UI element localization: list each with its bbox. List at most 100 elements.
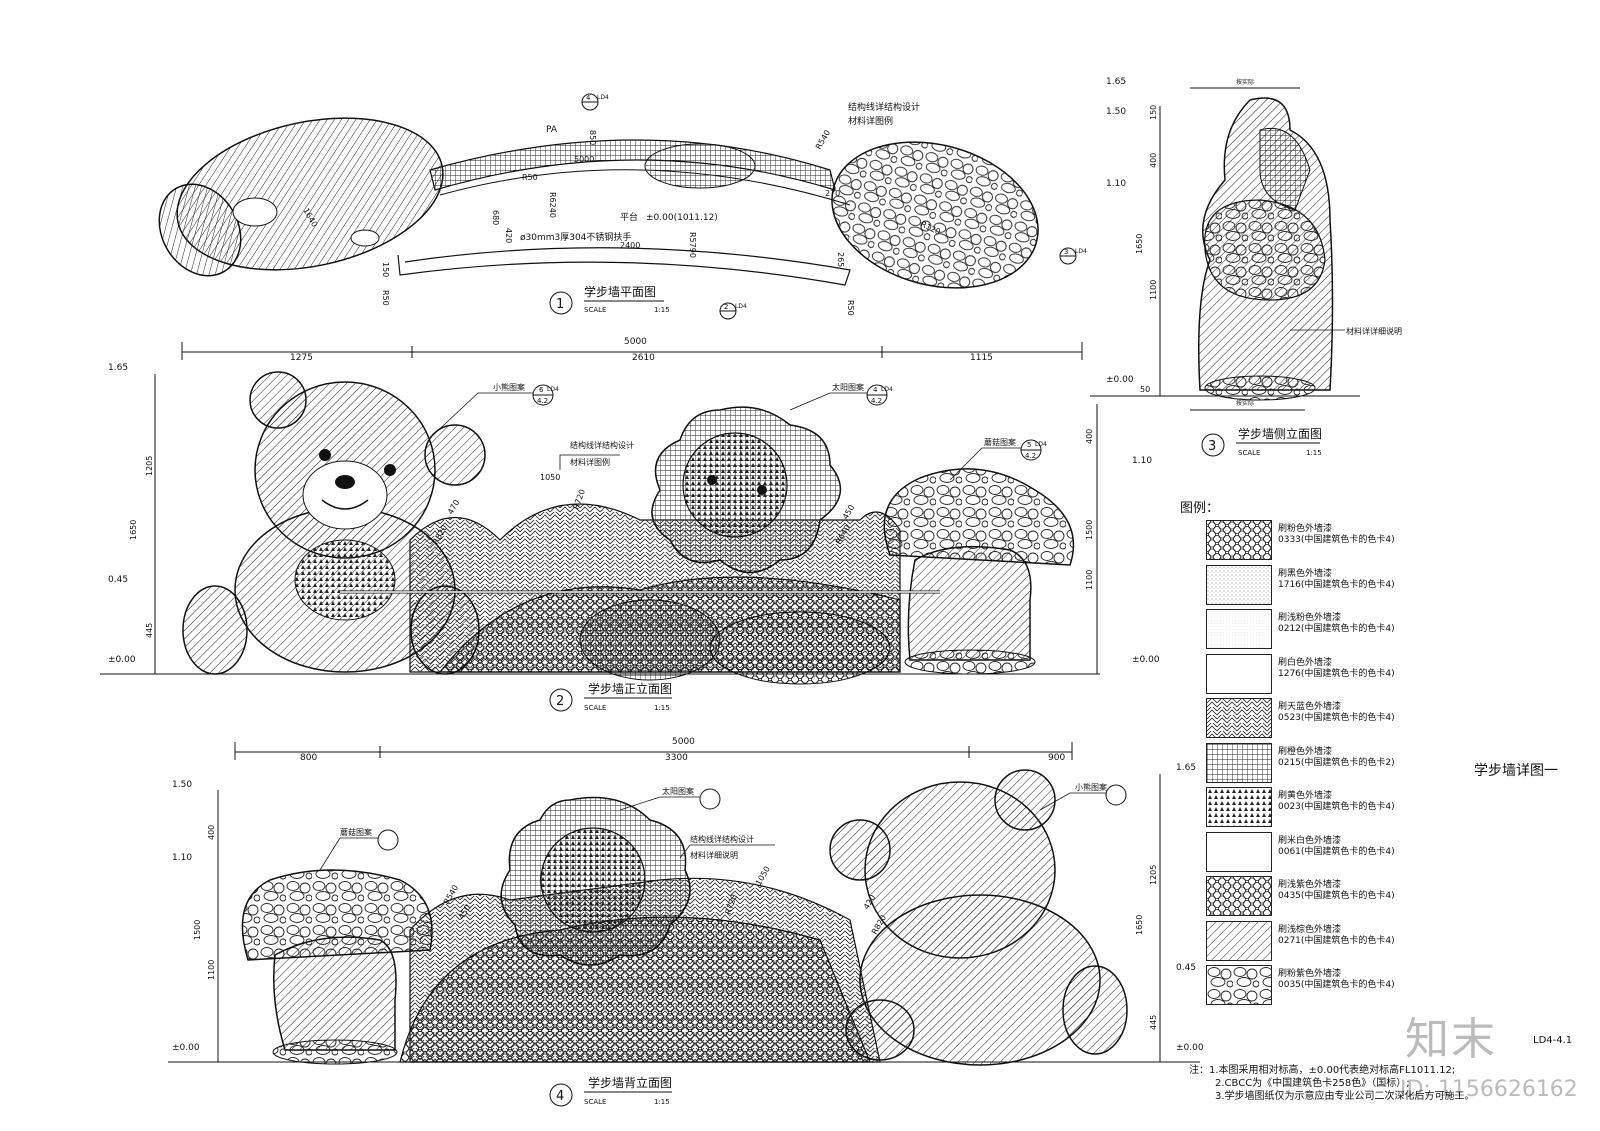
section-mark-3[interactable]: 3 LD4 [1059, 247, 1087, 265]
back-mushroom [241, 869, 433, 1065]
dim-height: 445 [145, 623, 154, 638]
back-elevation: 5000 800 3300 900 1.50 1.10 ±0.00 400 15… [168, 737, 1204, 1107]
view-title: 学步墙正立面图 [588, 681, 672, 696]
view-number: 1 [556, 297, 564, 312]
scale-label: SCALE [584, 704, 606, 712]
notes: 注：1.本图采用相对标高，±0.00代表绝对标高FL1011.12; 2.CBC… [1189, 1064, 1475, 1103]
ref-mushroom[interactable]: 5 LD4 4.2 [1020, 439, 1047, 461]
scale-value: 1:15 [654, 704, 670, 712]
callout-bear: 小熊图案 [1075, 782, 1107, 792]
ref-sun[interactable]: 4 LD4 4.2 [866, 384, 893, 406]
callout-material: 材料详图例 [570, 457, 610, 467]
legend-code: 0435(中国建筑色卡的色卡4) [1278, 891, 1395, 901]
legend-code: 0061(中国建筑色卡的色卡4) [1278, 846, 1395, 857]
note-line: 注：1.本图采用相对标高，±0.00代表绝对标高FL1011.12; [1189, 1065, 1456, 1076]
brand-logo: 知末 [1405, 1014, 1497, 1065]
dim-height: 1500 [193, 920, 202, 940]
legend-code: 0212(中国建筑色卡的色卡4) [1278, 624, 1395, 634]
dim-height: 1100 [1085, 570, 1094, 590]
plan-dim: R540 [814, 128, 832, 151]
section-mark-2[interactable]: 2 LD4 [719, 302, 747, 320]
ref-sheet: LD4 [881, 386, 893, 393]
legend-label: 刷黄色外墙漆 [1278, 791, 1333, 801]
plan-handrail [397, 247, 851, 286]
dim-height: 1100 [1149, 280, 1158, 300]
arc-dim: 470 [446, 498, 461, 516]
scale-label: SCALE [1238, 449, 1260, 457]
level-mark: 1.65 [1106, 77, 1126, 87]
dim-total: 5000 [672, 737, 695, 747]
plan-material-note: 材料详图例 [848, 115, 893, 127]
section-mark-num: 4 [586, 94, 591, 102]
level-mark: 0.45 [108, 575, 128, 585]
plan-platform: 平台 [620, 211, 638, 223]
arc-dim: 1050 [754, 865, 772, 887]
watermark-id: ID: 1156626162 [1400, 1077, 1578, 1102]
plan-dim: R5790 [688, 232, 697, 258]
dim-height: 1650 [1135, 234, 1144, 254]
legend-swatch [1206, 653, 1272, 694]
ref-page: 4.2 [871, 397, 882, 405]
dim-height: 150 [1149, 105, 1158, 120]
level-mark: 1.65 [1176, 763, 1196, 773]
plan-dim: 420 [504, 228, 513, 243]
legend-code: 0333(中国建筑色卡的色卡4) [1278, 535, 1395, 545]
ref-sun-circle[interactable] [699, 788, 721, 810]
plan-dim: 270 [825, 189, 840, 198]
dim-height: 400 [1085, 429, 1094, 444]
ref-num: 5 [1027, 441, 1031, 449]
legend-title: 图例： [1180, 501, 1220, 516]
legend-swatch [1206, 876, 1272, 916]
ref-mushroom-circle[interactable] [377, 829, 399, 851]
scale-value: 1:15 [1306, 449, 1322, 457]
section-mark-sheet: LD4 [597, 94, 609, 101]
scale-label: SCALE [584, 306, 606, 314]
legend-label: 刷黑色外墙漆 [1278, 568, 1333, 579]
front-sun [651, 406, 842, 574]
level-mark: 1.50 [1106, 107, 1126, 117]
ref-bear-circle[interactable] [1105, 784, 1127, 806]
section-mark-num: 2 [724, 303, 728, 311]
view-number: 2 [556, 694, 564, 709]
plan-dim: R50 [381, 290, 390, 306]
dim-segment: 1115 [970, 353, 993, 363]
dim-height: 400 [207, 825, 216, 840]
legend-swatch [1206, 698, 1272, 738]
level-mark: ±0.00 [1132, 655, 1160, 665]
level-mark: ±0.00 [172, 1043, 200, 1053]
legend-label: 刷粉紫色外墙漆 [1278, 969, 1342, 979]
dim-segment: 900 [1048, 753, 1065, 763]
ref-num: 4 [873, 386, 878, 394]
level-mark: ±0.00 [108, 655, 136, 665]
callout-bear: 小熊图案 [493, 382, 525, 392]
section-mark-4[interactable]: 4 LD4 [581, 93, 609, 111]
plan-dim: R6240 [548, 192, 557, 218]
dim-bottom: 50 [1140, 385, 1150, 394]
callout-sun: 太阳图案 [662, 786, 694, 796]
dim-segment: 3300 [665, 753, 688, 763]
legend-label: 刷天蓝色外墙漆 [1278, 702, 1342, 712]
dim-segment: 800 [300, 753, 317, 763]
dim-height: 1205 [145, 456, 154, 476]
plan-dim: R50 [522, 173, 538, 182]
ref-bear[interactable]: 6 LD4 4.2 [532, 384, 559, 406]
dim-height: 1650 [1135, 915, 1144, 935]
plan-view: PA 结构线详结构设计 材料详图例 平台 ±0.00(1011.12) ø30m… [158, 93, 1087, 320]
plan-mushroom [831, 141, 1039, 289]
level-mark: 1.65 [108, 363, 128, 373]
legend-swatch [1206, 787, 1272, 827]
scale-value: 1:15 [654, 306, 670, 314]
legend-label: 刷浅粉色外墙漆 [1278, 613, 1342, 623]
legend-code: 0023(中国建筑色卡的色卡4) [1278, 802, 1395, 812]
sheet-code: LD4-4.1 [1533, 1035, 1573, 1046]
